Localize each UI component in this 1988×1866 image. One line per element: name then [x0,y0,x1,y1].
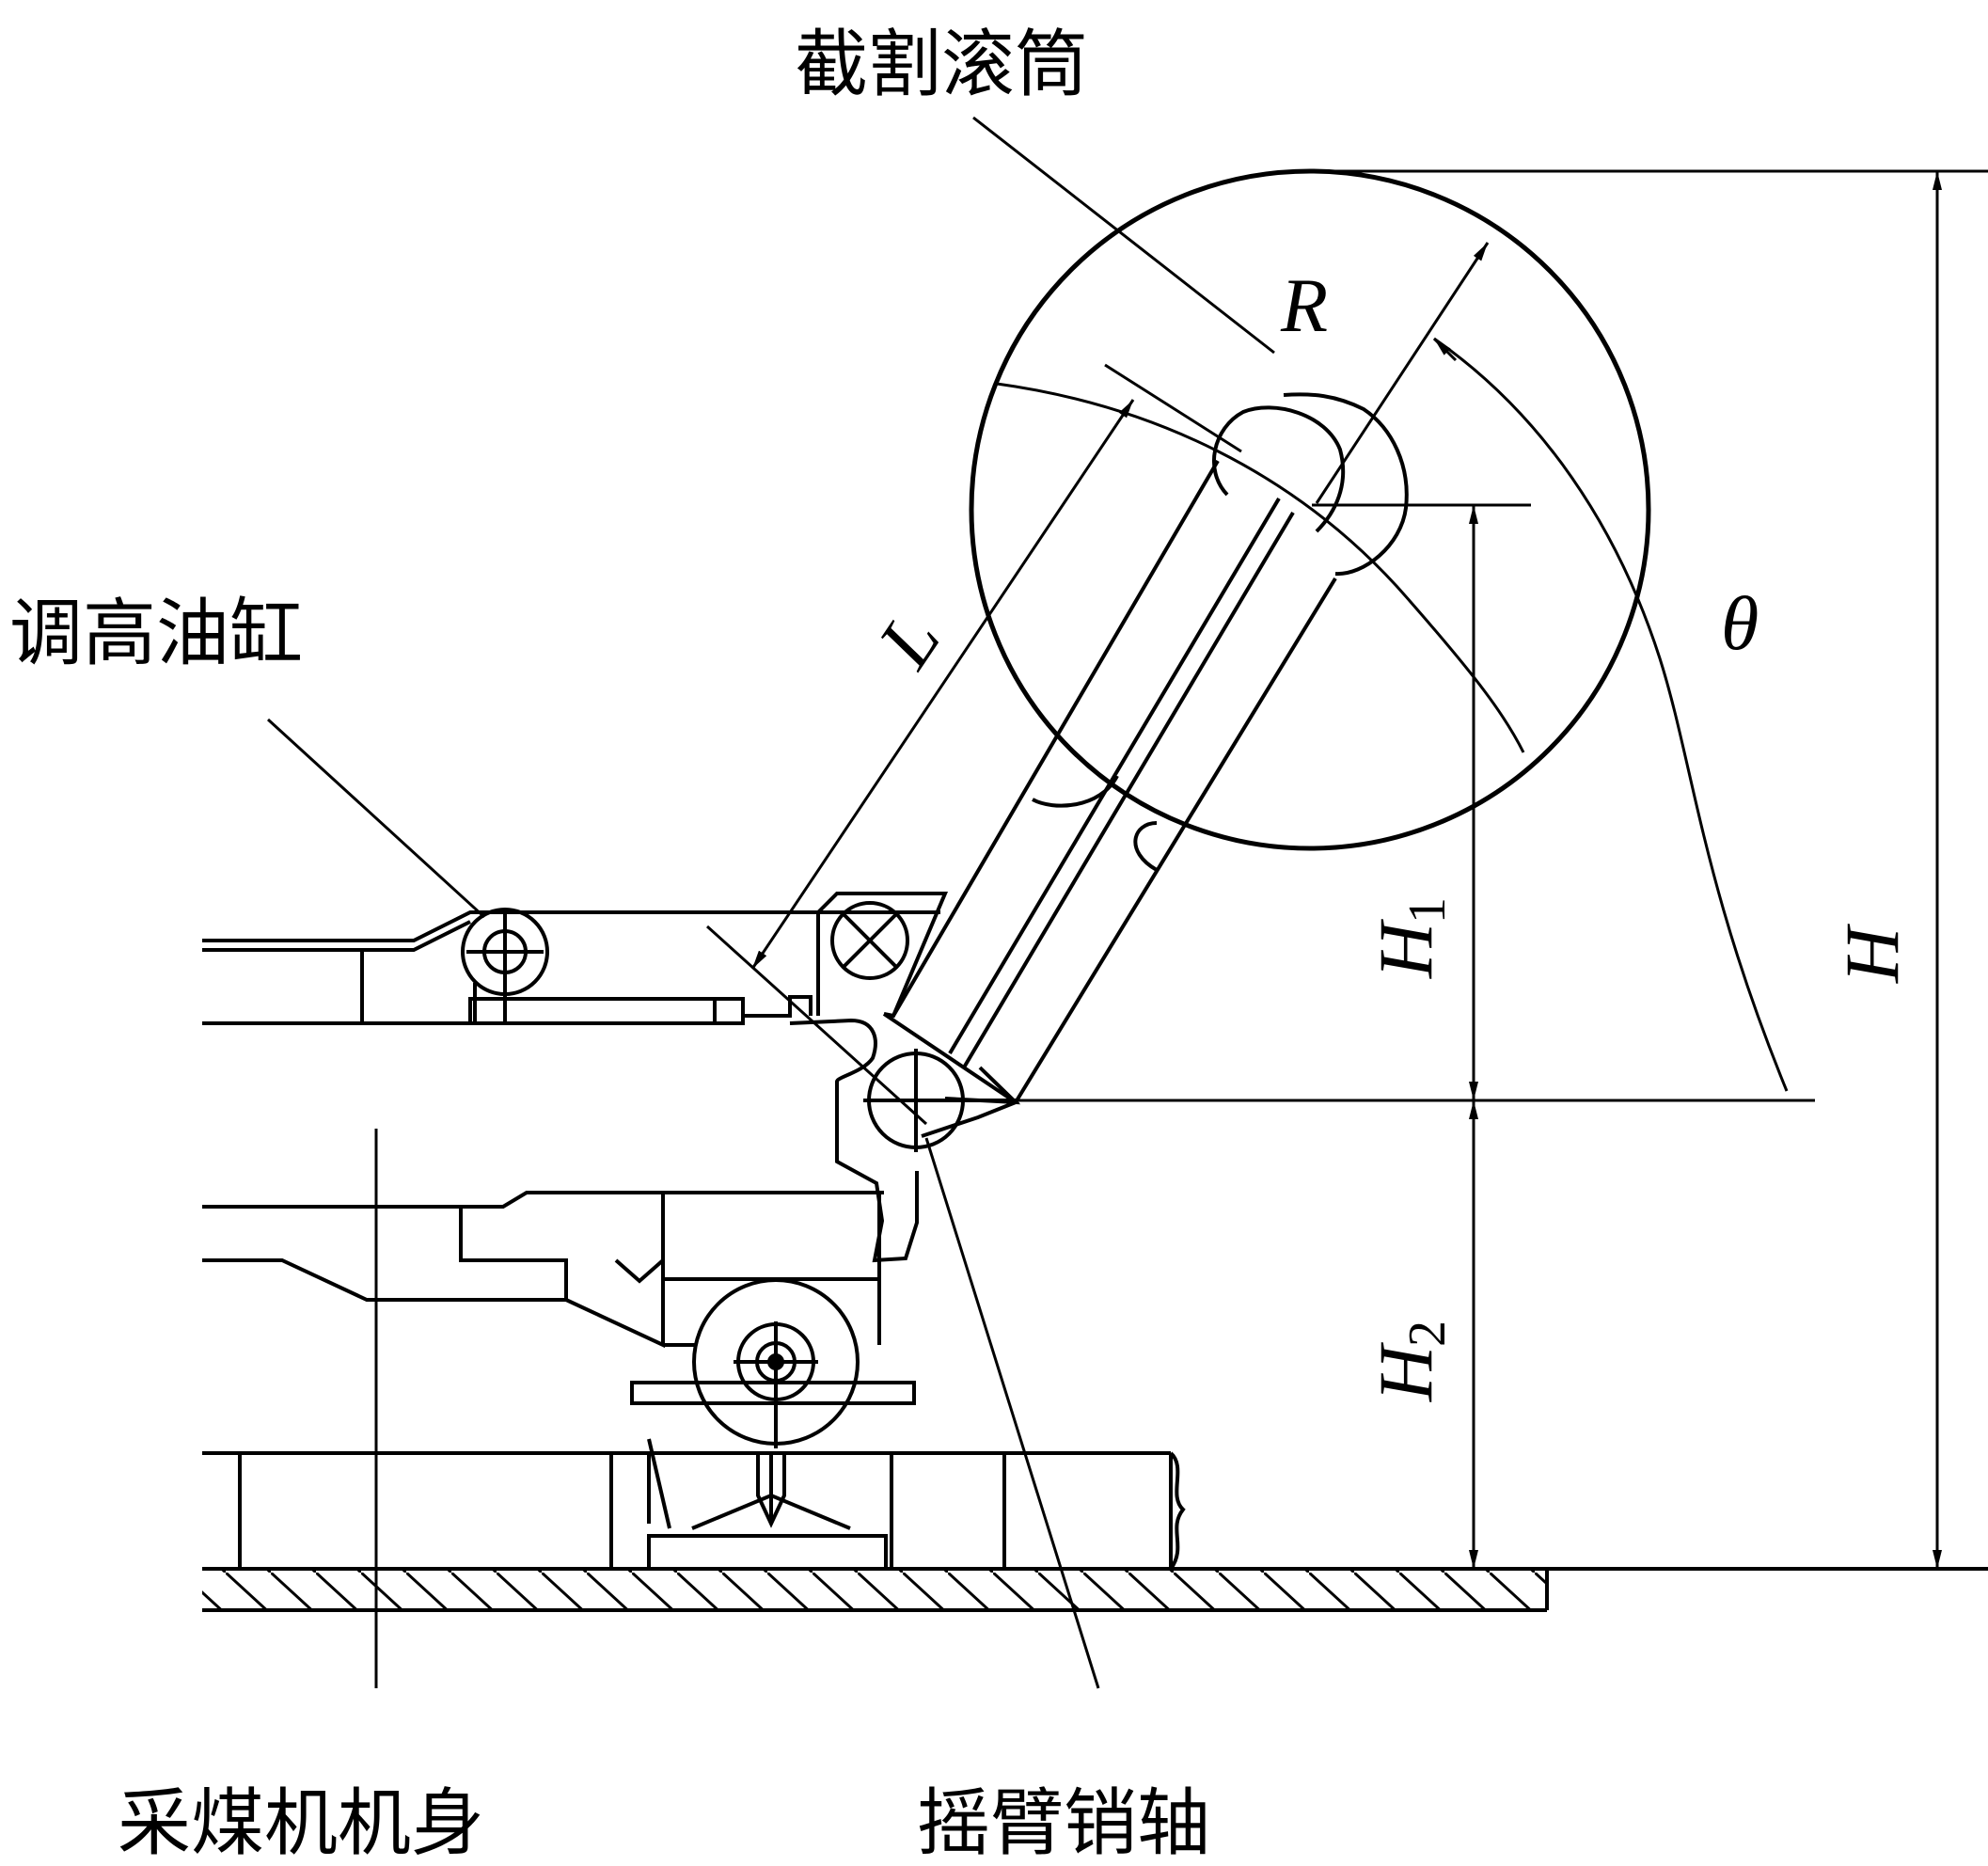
pin-label: 摇臂销轴 [917,1781,1210,1866]
symbol-h: H [1829,924,1915,984]
ranging-arm [816,392,1409,1152]
dimension-l-arrow [750,399,1135,970]
cylinder-label: 调高油缸 [9,592,303,676]
theta-arc [1433,337,1789,1092]
leader-lines [266,116,1275,1689]
body-label: 采煤机机身 [118,1781,484,1866]
svg-text:1: 1 [1398,897,1457,924]
lifting-cylinder-pin [461,908,549,1023]
dimension-l-extension-lower [705,925,928,1126]
conveyor-frame [202,1438,1186,1571]
shearer-body [202,910,940,1448]
symbol-theta: θ [1721,580,1759,666]
symbol-h1: H 1 [1363,897,1457,979]
svg-text:H: H [1363,919,1448,979]
svg-text:H: H [1829,924,1915,984]
dimension-l-extension [1104,363,1242,453]
symbol-h2: H 2 [1363,1320,1457,1402]
pin-leader [924,1137,1100,1689]
symbol-r: R [1280,262,1328,348]
drum-label: 截割滚筒 [795,23,1088,107]
ground-plate [202,1567,1988,1612]
svg-text:H: H [1363,1342,1448,1402]
drum-leader [972,116,1275,355]
svg-text:2: 2 [1398,1320,1457,1347]
cylinder-leader [266,718,486,919]
symbol-l: L [861,598,957,683]
dimension-r-arrow [1315,242,1490,504]
